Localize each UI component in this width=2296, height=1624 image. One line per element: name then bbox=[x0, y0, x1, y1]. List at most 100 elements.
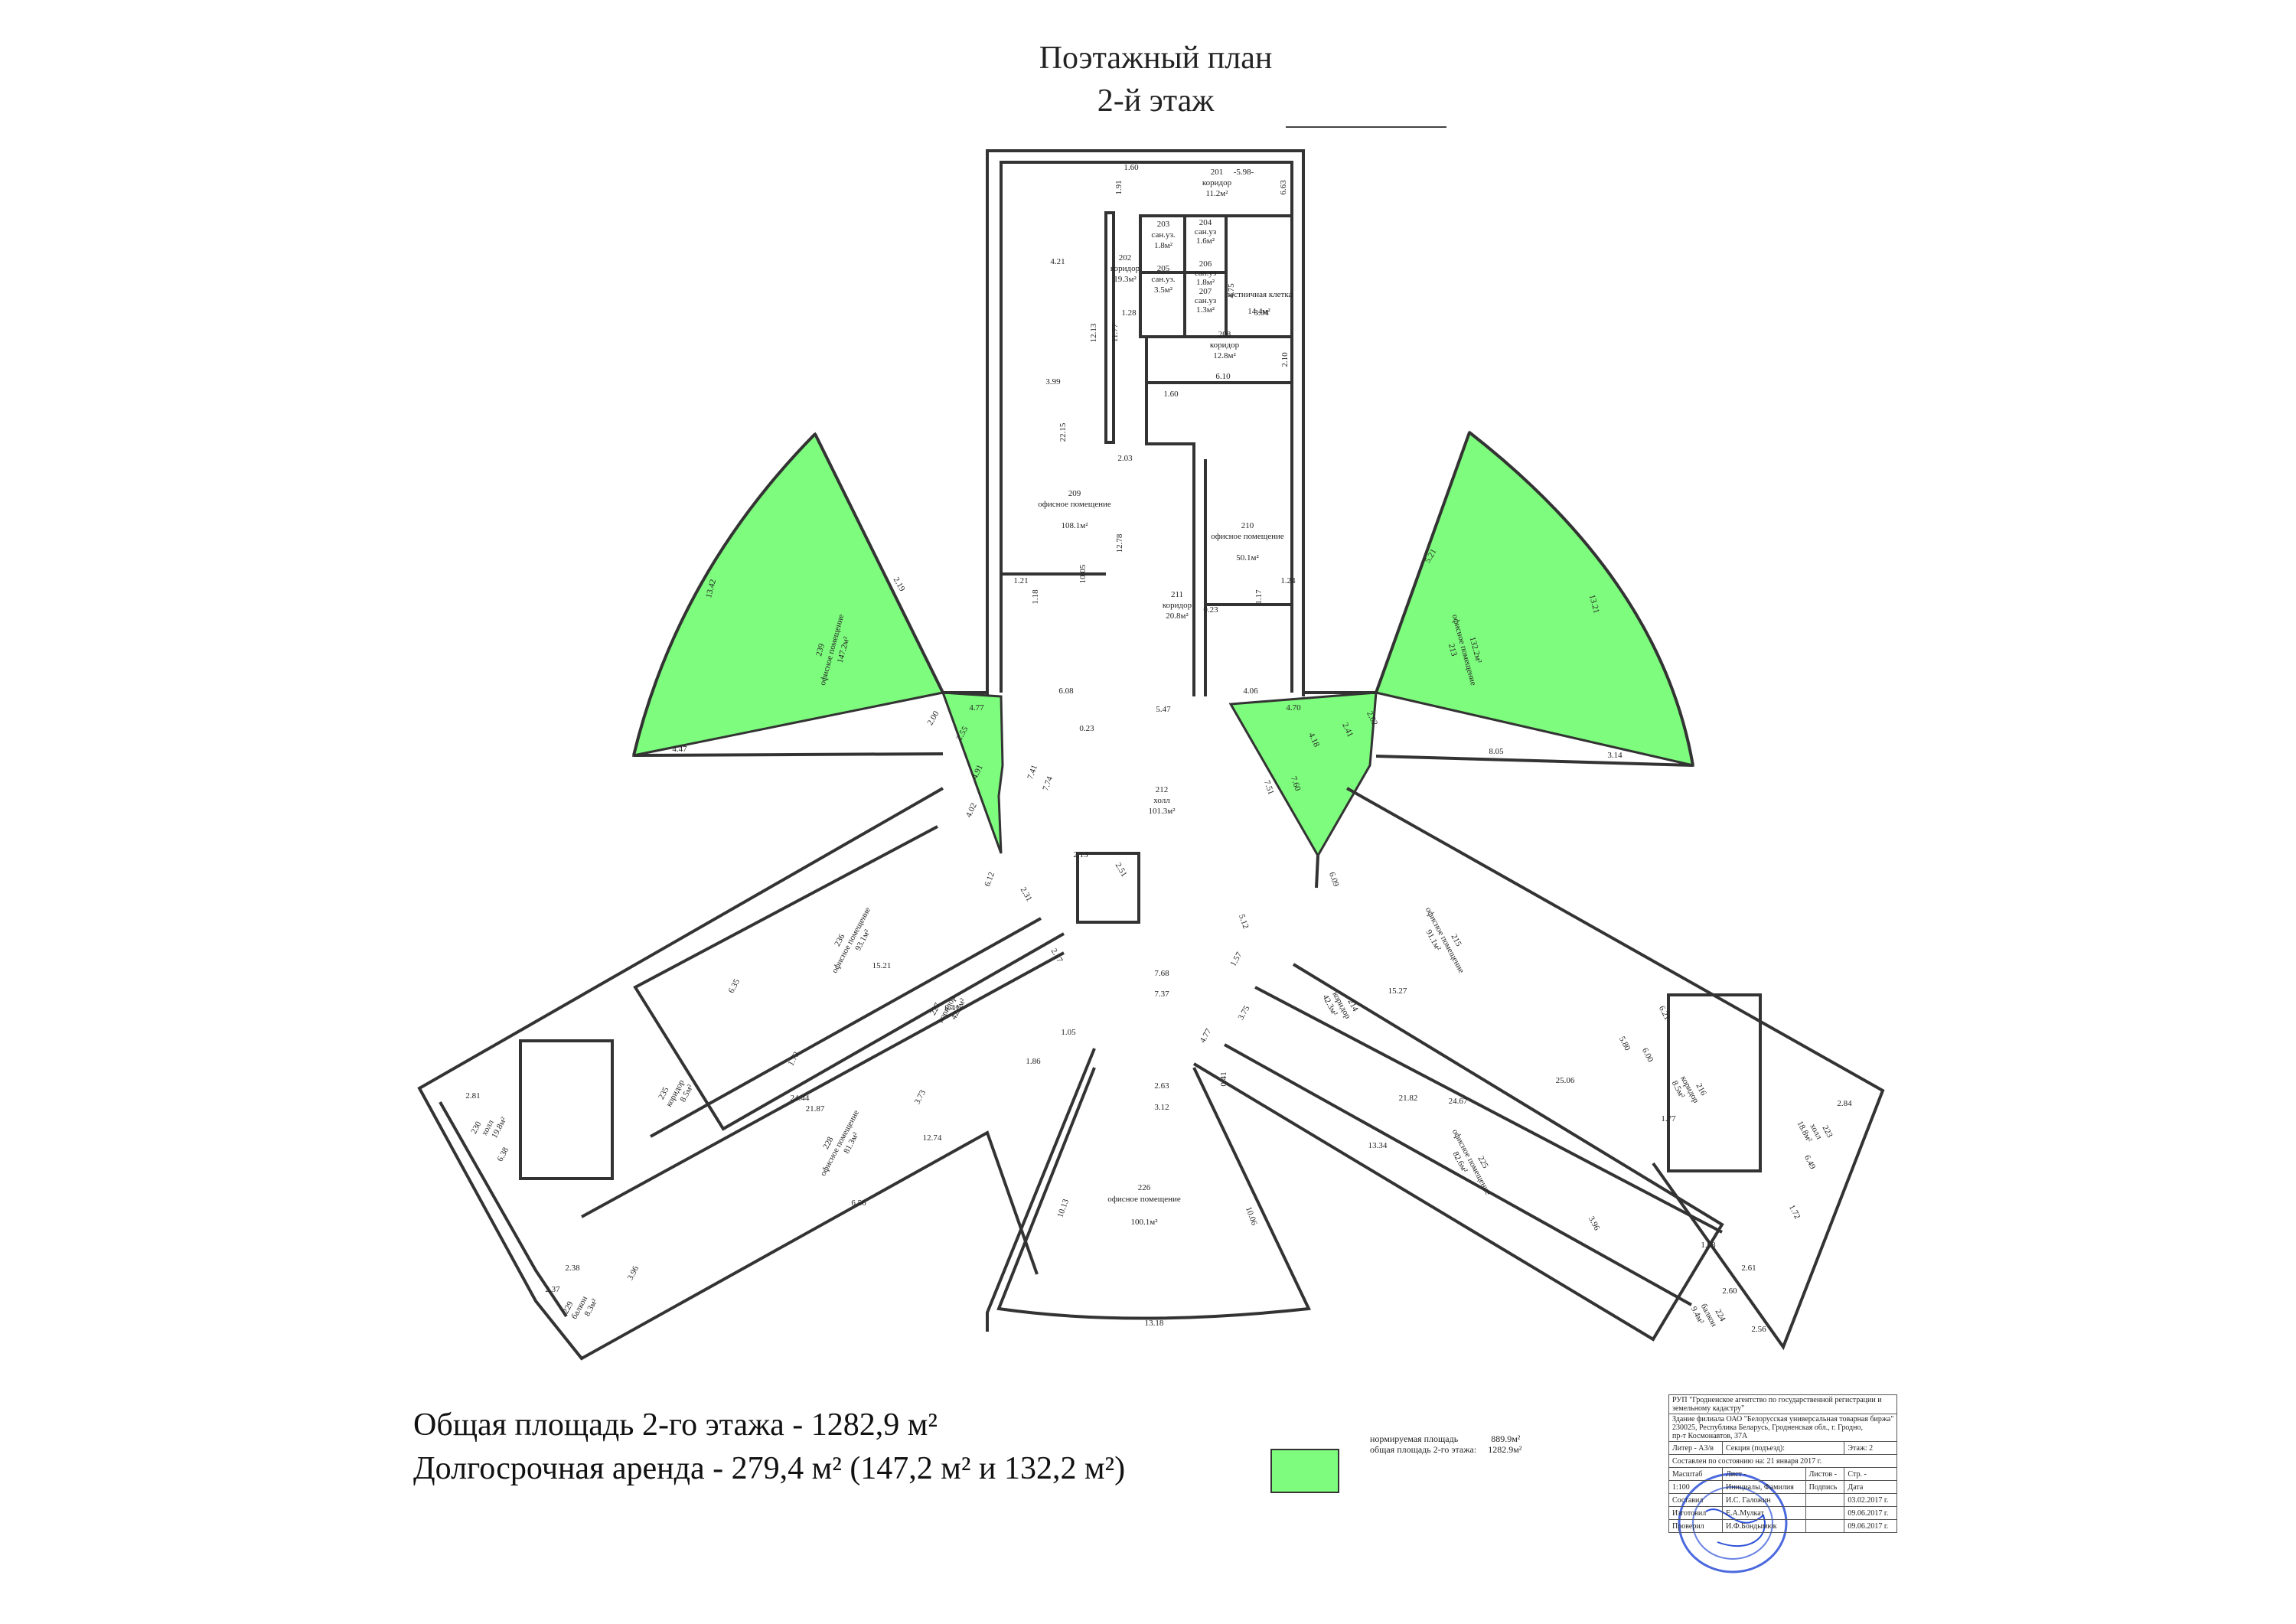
dim-76: 3.96 bbox=[1587, 1215, 1602, 1232]
dim-16: 2.03 bbox=[1117, 454, 1133, 463]
dim-55: 7.37 bbox=[1154, 990, 1169, 999]
title-block-table: РУП "Гродненское агентство по государств… bbox=[1668, 1394, 1898, 1533]
stamp-name2: Е.А.Мулкат bbox=[1721, 1506, 1806, 1520]
dim-24: 6.08 bbox=[1058, 686, 1074, 696]
stamp-role1: Составил bbox=[1668, 1493, 1723, 1507]
stamp-h-sign: Подпись bbox=[1805, 1480, 1845, 1494]
stamp-role3: Проверил bbox=[1668, 1519, 1723, 1533]
dim-49: 6.09 bbox=[1327, 871, 1341, 889]
dim-71: 12.74 bbox=[923, 1133, 942, 1143]
room-207-area: 1.3м² bbox=[1196, 305, 1215, 315]
dim-9: 3.04 bbox=[1254, 308, 1269, 318]
stamp-org: РУП "Гродненское агентство по государств… bbox=[1668, 1394, 1898, 1414]
dim-53: 2.31 bbox=[1019, 885, 1034, 903]
dim-14: 3.99 bbox=[1045, 377, 1061, 386]
stamp-date1: 03.02.2017 г. bbox=[1844, 1493, 1898, 1507]
stamp-floor: Этаж: 2 bbox=[1844, 1441, 1898, 1455]
legend-line-1: нормируемая площадь 889.9м² bbox=[1370, 1433, 1520, 1444]
room-201-num: 201 bbox=[1211, 168, 1224, 177]
room-201-name: коридор bbox=[1202, 178, 1232, 188]
room-208-area: 12.8м² bbox=[1213, 351, 1236, 360]
floor-subtitle: 2-й этаж bbox=[1097, 83, 1215, 119]
dim-91: 1.08 bbox=[1701, 1241, 1716, 1250]
dim-34: 4.02 bbox=[964, 801, 979, 819]
stamp-obj3: пр-т Космонавтов, 37А bbox=[1672, 1432, 1748, 1440]
room-207-name: сан.уз bbox=[1195, 296, 1216, 305]
room-204-area: 1.6м² bbox=[1196, 236, 1215, 246]
stamp-obj1: Здание филиала ОАО "Белорусская универса… bbox=[1672, 1415, 1894, 1423]
dim-41: 8.05 bbox=[1489, 747, 1504, 756]
dim-60: 6.35 bbox=[727, 977, 742, 995]
dim-7: 11.77 bbox=[1110, 323, 1120, 342]
dim-54: 7.68 bbox=[1154, 969, 1169, 978]
dim-68: 24.44 bbox=[791, 1094, 810, 1103]
dim-65: 5.80 bbox=[1617, 1035, 1632, 1052]
dim-98: 4.77 bbox=[1198, 1027, 1213, 1045]
dim-43: 4.70 bbox=[1286, 703, 1301, 713]
dim-97: 0.41 bbox=[1219, 1071, 1228, 1086]
dim-26: 4.06 bbox=[1243, 686, 1258, 696]
dim-29: 4.47 bbox=[672, 745, 687, 754]
dim-6: 12.13 bbox=[1089, 323, 1098, 342]
dim-63: 15.27 bbox=[1388, 986, 1407, 996]
dim-52: 2.51 bbox=[1114, 861, 1129, 879]
dim-58: 3.75 bbox=[1236, 1004, 1251, 1022]
room-203-num: 203 bbox=[1157, 220, 1170, 229]
dim-38: 0.23 bbox=[1079, 724, 1094, 733]
dim-88: 6.49 bbox=[1802, 1153, 1818, 1171]
stamp-date2: 09.06.2017 г. bbox=[1844, 1506, 1898, 1520]
dim-83: 6.38 bbox=[496, 1146, 511, 1163]
dim-17: 12.78 bbox=[1115, 533, 1124, 553]
room-213-num: 213 bbox=[1446, 643, 1459, 658]
room-226-num: 226 bbox=[1138, 1183, 1151, 1192]
room-226-name: офисное помещение bbox=[1107, 1195, 1181, 1204]
dim-10: 4.75 bbox=[1227, 283, 1236, 298]
room-211-num: 211 bbox=[1171, 590, 1183, 599]
stamp-sign1 bbox=[1805, 1493, 1845, 1507]
dim-51: 2.13 bbox=[1073, 850, 1088, 859]
stamp-h-sheet: Лист - bbox=[1721, 1467, 1806, 1481]
lease-zone-213-hall bbox=[1228, 691, 1378, 859]
stamp-org2: земельному кадастру" bbox=[1672, 1404, 1745, 1413]
dim-75: 13.34 bbox=[1368, 1141, 1388, 1150]
room-204-num: 204 bbox=[1199, 218, 1212, 227]
stamp-sign3 bbox=[1805, 1519, 1845, 1533]
dim-79: 10.13 bbox=[1055, 1198, 1071, 1219]
total-area-caption: Общая площадь 2-го этажа - 1282,9 м² bbox=[413, 1407, 938, 1443]
dim-5: 4.21 bbox=[1050, 257, 1065, 266]
dim-57: 1.57 bbox=[1228, 951, 1244, 968]
stamp-h-page: Стр. - bbox=[1844, 1467, 1898, 1481]
stamp-object: Здание филиала ОАО "Белорусская универса… bbox=[1668, 1414, 1898, 1442]
room-212-area: 101.3м² bbox=[1148, 807, 1176, 816]
dim-85: 2.37 bbox=[545, 1285, 560, 1294]
stamp-h-sheets: Листов - bbox=[1805, 1467, 1845, 1481]
legend-line-1-label: нормируемая площадь bbox=[1370, 1433, 1459, 1444]
stamp-obj2: 230025, Республика Беларусь, Гродненская… bbox=[1672, 1423, 1863, 1432]
room-209-area: 108.1м² bbox=[1061, 521, 1088, 530]
stamp-h-date: Дата bbox=[1844, 1480, 1898, 1494]
dim-82: 2.81 bbox=[465, 1091, 480, 1101]
stamp-h-scale: Масштаб bbox=[1668, 1467, 1723, 1481]
dim-18: 10.05 bbox=[1078, 564, 1088, 583]
room-210-num: 210 bbox=[1241, 521, 1254, 530]
dim-8: 1.28 bbox=[1121, 308, 1137, 318]
dim-1: 1.60 bbox=[1124, 163, 1139, 172]
room-211-area: 20.8м² bbox=[1166, 611, 1189, 621]
dim-72: 6.56 bbox=[851, 1198, 866, 1208]
dim-11: 2.10 bbox=[1280, 352, 1290, 367]
room-208-num: 208 bbox=[1218, 330, 1231, 339]
dim-66: 6.00 bbox=[1640, 1046, 1655, 1064]
dim-59: 15.21 bbox=[872, 961, 892, 970]
room-stair-name: лестничная клетка bbox=[1226, 290, 1293, 299]
room-208-name: коридор bbox=[1210, 341, 1240, 350]
dim-13: 1.60 bbox=[1163, 390, 1179, 399]
lease-zone-239-hall bbox=[941, 691, 1004, 854]
walls bbox=[417, 149, 1885, 1361]
dim-95: 0.41 bbox=[944, 1003, 959, 1013]
room-202-num: 202 bbox=[1119, 253, 1132, 263]
room-207-num: 207 bbox=[1199, 287, 1212, 296]
room-201-area: 11.2м² bbox=[1205, 189, 1228, 198]
dim-73: 21.82 bbox=[1399, 1094, 1418, 1103]
legend-line-2-value: 1282.9м² bbox=[1488, 1444, 1522, 1455]
